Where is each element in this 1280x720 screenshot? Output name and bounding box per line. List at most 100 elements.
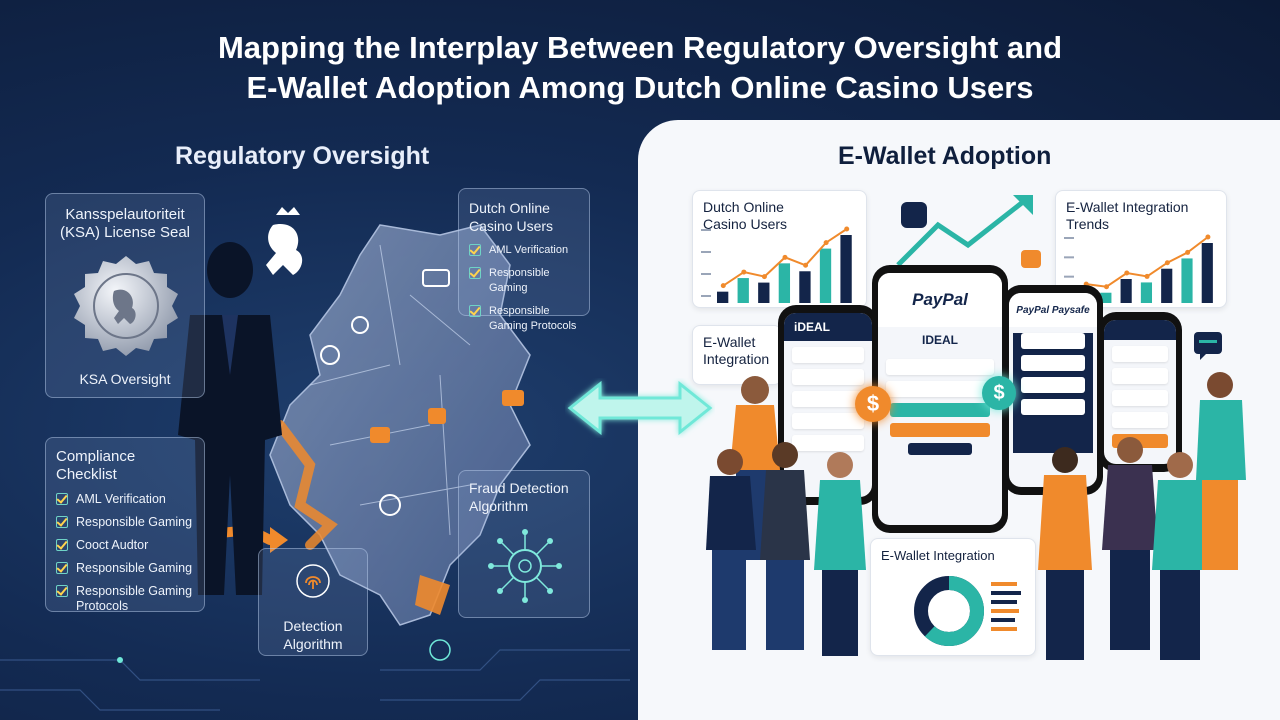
trend-point — [803, 262, 809, 268]
person — [1038, 447, 1092, 660]
donut-card: E-Wallet Integration — [870, 538, 1036, 656]
donut-legend — [991, 577, 1031, 636]
users-checklist-card: Dutch Online Casino Users AML Verificati… — [458, 188, 590, 332]
dollar-coin-icon: $ — [855, 386, 891, 422]
businessman-silhouette — [178, 242, 282, 595]
axis-tick — [1064, 256, 1074, 259]
person — [706, 449, 756, 650]
chart-bar — [1161, 268, 1173, 303]
limburg-region — [415, 575, 450, 615]
check-item: Cooct Audtor — [56, 538, 194, 553]
confirm-button[interactable] — [890, 403, 990, 417]
person — [760, 442, 810, 650]
axis-tick — [701, 229, 711, 231]
check-item: Responsible Gaming Protocols — [56, 584, 194, 614]
orange-region — [275, 420, 338, 550]
chart-bar — [1140, 282, 1153, 303]
people-group-right — [1038, 372, 1246, 660]
check-item: Responsible Gaming — [56, 515, 194, 530]
users-bar-chart — [701, 226, 852, 303]
check-item: Responsible Gaming — [56, 561, 194, 576]
person — [1152, 452, 1208, 660]
person — [1196, 372, 1246, 570]
chart-bar — [1201, 243, 1213, 303]
chart-bar — [1100, 292, 1112, 303]
trends-chart-title: E-Wallet Integration Trends — [1066, 199, 1189, 232]
pay-button[interactable] — [890, 423, 990, 437]
users-checklist: AML Verification Responsible Gaming Resp… — [469, 243, 579, 334]
donut-chart — [914, 576, 984, 646]
users-chart-title: Dutch Online Casino Users — [703, 199, 788, 232]
people-group-left — [706, 376, 866, 656]
pin-icon — [502, 390, 524, 406]
paypal-paysafe-logo: PayPal Paysafe — [1009, 293, 1097, 327]
trend-point — [782, 254, 788, 260]
trend-point — [720, 283, 726, 289]
integration-card-title: E-Wallet Integration — [703, 334, 770, 367]
page-title: Mapping the Interplay Between Regulatory… — [217, 30, 1063, 105]
ksa-oversight-label: KSA Oversight — [79, 371, 171, 387]
chart-bar — [1181, 258, 1193, 303]
wallet-badge-icon — [901, 202, 927, 228]
trend-point — [1205, 234, 1211, 240]
chart-bar — [737, 278, 749, 303]
trend-point — [741, 269, 747, 275]
compliance-list: AML Verification Responsible Gaming Cooc… — [56, 492, 194, 614]
check-item: Responsible Gaming — [469, 266, 579, 296]
axis-tick — [1064, 275, 1074, 278]
axis-tick — [701, 251, 711, 253]
double-arrow-icon — [567, 380, 713, 436]
fraud-detection-card: Fraud Detection Algorithm — [458, 470, 590, 618]
check-item: Responsible Gaming Protocols — [469, 304, 579, 334]
users-chart-card: Dutch Online Casino Users — [692, 190, 867, 308]
checkbox-icon — [469, 305, 481, 317]
axis-tick — [1064, 237, 1074, 239]
fingerprint-icon — [296, 564, 330, 598]
check-item: AML Verification — [469, 243, 579, 258]
chart-bar — [840, 235, 852, 303]
trend-arrow-icon — [896, 195, 1041, 268]
person — [1102, 437, 1158, 650]
virus-network-icon — [488, 529, 562, 603]
ksa-card-title: Kansspelautoriteit (KSA) License Seal — [59, 206, 191, 241]
compliance-checklist-card: Compliance Checklist AML Verification Re… — [45, 437, 205, 614]
chart-bar — [819, 248, 832, 303]
donut-slice — [914, 576, 984, 646]
trend-point — [823, 240, 829, 246]
trend-point — [1124, 270, 1130, 276]
ideal-header: iDEAL — [784, 313, 872, 341]
wallet-badge-icon — [1021, 250, 1041, 268]
chart-bar — [799, 271, 811, 303]
chat-bubble-icon — [1194, 332, 1222, 360]
axis-tick — [701, 273, 711, 275]
regulatory-oversight-heading: Regulatory Oversight — [175, 142, 430, 170]
donut-title: E-Wallet Integration — [881, 548, 995, 563]
checkbox-icon — [56, 562, 68, 574]
e-wallet-integration-card: E-Wallet Integration — [692, 325, 782, 385]
chart-bar — [1120, 279, 1132, 303]
compliance-title: Compliance Checklist — [56, 448, 136, 483]
checkbox-icon — [56, 493, 68, 505]
checkbox-icon — [469, 244, 481, 256]
trend-point — [1103, 284, 1109, 290]
detection-algorithm-card: Detection Algorithm — [258, 548, 368, 656]
checkbox-icon — [56, 516, 68, 528]
users-card-title: Dutch Online Casino Users — [469, 200, 554, 234]
fraud-title: Fraud Detection Algorithm — [469, 480, 569, 514]
checkbox-icon — [469, 267, 481, 279]
check-item: AML Verification — [56, 492, 194, 507]
ideal-screen-label: IDEAL — [922, 333, 958, 347]
pin-icon — [370, 427, 390, 443]
detection-title: Detection Algorithm — [283, 618, 343, 652]
ksa-license-card: Kansspelautoriteit (KSA) License Seal KS… — [45, 193, 205, 398]
trend-point — [1144, 273, 1150, 279]
trend-point — [761, 274, 767, 280]
cancel-button[interactable] — [908, 443, 972, 455]
chart-bar — [758, 282, 770, 303]
lion-crest-icon — [266, 207, 303, 275]
circuit-lines — [0, 639, 630, 711]
trend-point — [844, 226, 850, 232]
checkbox-icon — [56, 585, 68, 597]
dollar-coin-icon: $ — [982, 376, 1016, 410]
chart-bar — [717, 291, 729, 303]
